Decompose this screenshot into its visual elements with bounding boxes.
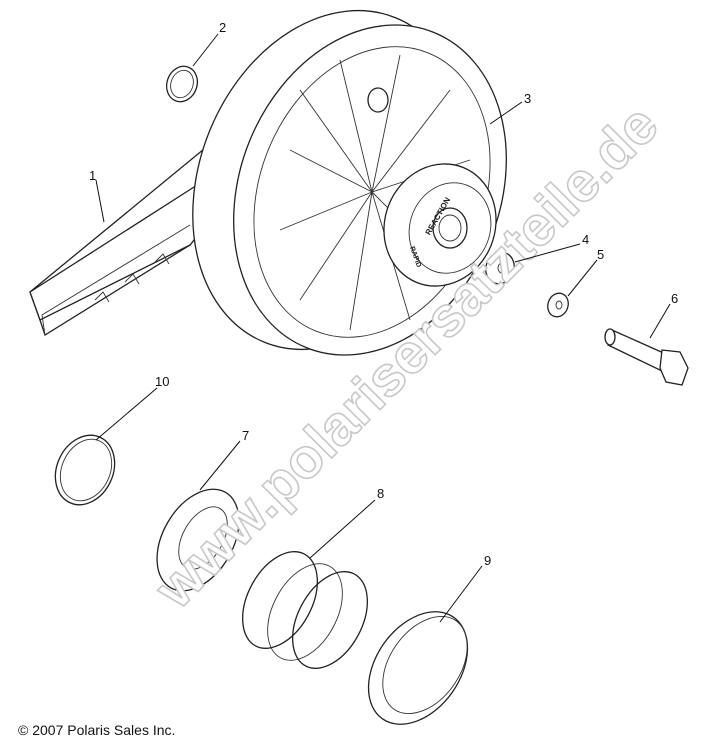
copyright-notice: © 2007 Polaris Sales Inc. [18, 722, 176, 738]
callout-8: 8 [377, 486, 384, 501]
washer-part-4 [485, 251, 515, 285]
washer-part-5-hole [555, 300, 563, 310]
cam-part-7 [156, 488, 240, 592]
cup-part-9 [367, 611, 469, 725]
bolt-part-6 [604, 328, 689, 386]
ring-part-2 [165, 65, 199, 103]
callout-5: 5 [597, 247, 604, 262]
washer-part-5 [547, 292, 569, 318]
callout-10: 10 [155, 374, 169, 389]
cam-part-7-inner [178, 506, 228, 570]
callout-7: 7 [242, 428, 249, 443]
callout-9: 9 [484, 553, 491, 568]
callout-6: 6 [671, 291, 678, 306]
drive-belt [29, 138, 216, 336]
spring-part-8 [242, 551, 368, 669]
callout-3: 3 [524, 91, 531, 106]
callout-4: 4 [582, 232, 589, 247]
driven-clutch: REACTION RAPID [192, 9, 507, 356]
callout-2: 2 [219, 20, 226, 35]
ring-part-2-inner [170, 69, 194, 99]
leader-lines [95, 33, 671, 623]
ring-part-10-inner [59, 438, 113, 502]
cup-part-9-inner [382, 615, 468, 715]
washer-part-4-hole [497, 262, 507, 274]
callout-1: 1 [89, 168, 96, 183]
ring-part-10 [54, 434, 116, 506]
